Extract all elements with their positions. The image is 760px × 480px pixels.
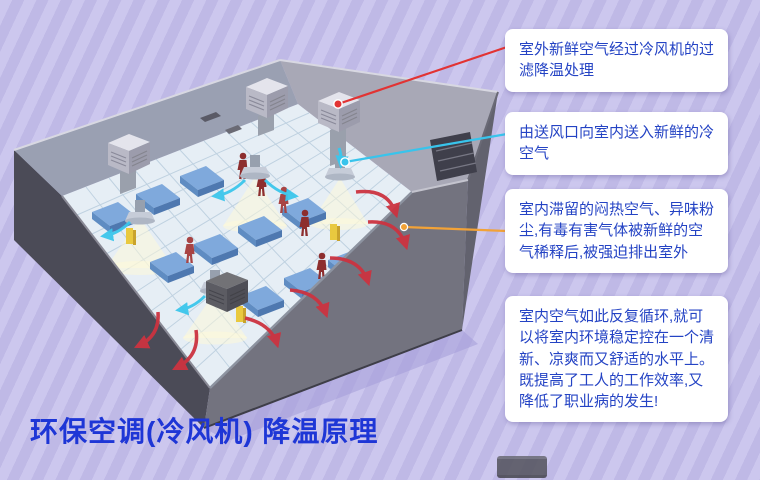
leader-lines — [333, 45, 508, 233]
callout-supply-air: 由送风口向室内送入新鲜的冷空气 — [505, 112, 728, 175]
roof-vent — [225, 125, 242, 134]
rooftop-cooling-units — [107, 77, 361, 194]
watermark-logo — [497, 456, 547, 478]
leader-line-3 — [403, 225, 508, 233]
yellow-equipment — [126, 224, 340, 323]
leader-line-1 — [337, 45, 508, 106]
callout-circulation: 室内空气如此反复循环,就可以将室内环境稳定控在一个清新、凉爽而又舒适的水平上。既… — [505, 296, 728, 423]
callout-text: 室内空气如此反复循环,就可以将室内环境稳定控在一个清新、凉爽而又舒适的水平上。既… — [519, 308, 715, 411]
leader-dot-2 — [340, 157, 350, 167]
roof-vent — [200, 112, 221, 122]
leader-line-2 — [344, 132, 508, 164]
callout-exhaust-air: 室内滞留的闷热空气、异味粉尘,有毒有害气体被新鲜的空气稀释后,被强迫排出室外 — [505, 189, 728, 273]
exhaust-air-arrows — [133, 189, 410, 370]
callout-text: 由送风口向室内送入新鲜的冷空气 — [519, 124, 715, 163]
callout-text: 室内滞留的闷热空气、异味粉尘,有毒有害气体被新鲜的空气稀释后,被强迫排出室外 — [519, 201, 715, 261]
page-title: 环保空调(冷风机) 降温原理 — [30, 416, 379, 447]
callout-text: 室外新鲜空气经过冷风机的过滤降温处理 — [519, 41, 715, 80]
leader-dot-1 — [333, 99, 343, 109]
factory-roof — [13, 59, 499, 196]
supply-air-arrows — [100, 178, 299, 316]
callout-outdoor-air: 室外新鲜空气经过冷风机的过滤降温处理 — [505, 29, 728, 92]
leader-dot-3 — [399, 222, 409, 232]
